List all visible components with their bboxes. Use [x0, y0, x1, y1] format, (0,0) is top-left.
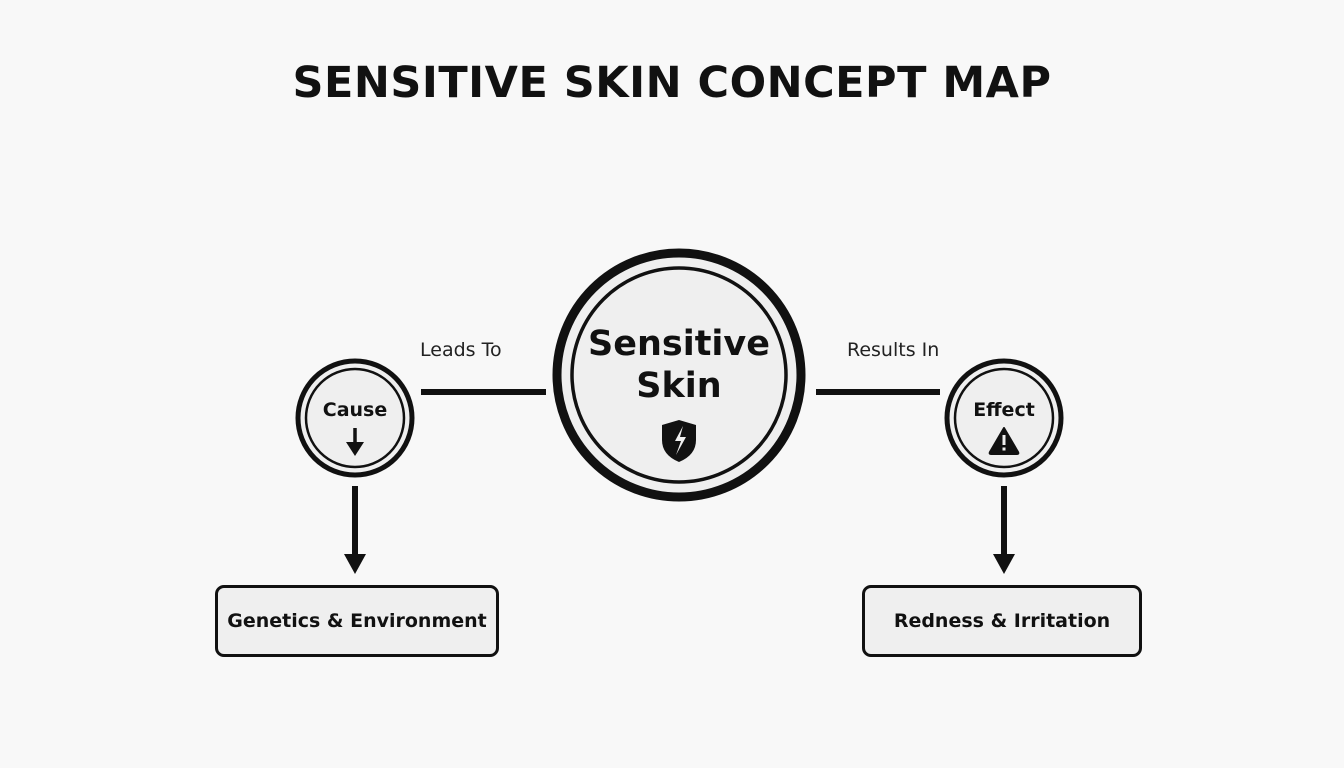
- effect-node: [944, 358, 1064, 478]
- center-node-label: Sensitive Skin: [554, 323, 804, 407]
- down-arrow-icon: [346, 428, 364, 456]
- cause-node-label: Cause: [322, 399, 388, 421]
- shield-lightning-icon: [662, 420, 696, 462]
- arrow-cause-to-detail: [344, 486, 366, 574]
- effect-node-label: Effect: [973, 399, 1035, 421]
- page-title: SENSITIVE SKIN CONCEPT MAP: [292, 58, 1052, 108]
- cause-detail-box: Genetics & Environment: [215, 585, 499, 657]
- effect-detail-box: Redness & Irritation: [862, 585, 1142, 657]
- edge-label-leads-to: Leads To: [420, 339, 502, 361]
- center-node-label-line1: Sensitive: [588, 324, 770, 364]
- arrow-effect-to-detail: [993, 486, 1015, 574]
- center-node: [552, 248, 806, 502]
- center-node-label-line2: Skin: [636, 366, 722, 406]
- edge-label-results-in: Results In: [847, 339, 940, 361]
- warning-icon: [988, 427, 1020, 455]
- cause-node: [295, 358, 415, 478]
